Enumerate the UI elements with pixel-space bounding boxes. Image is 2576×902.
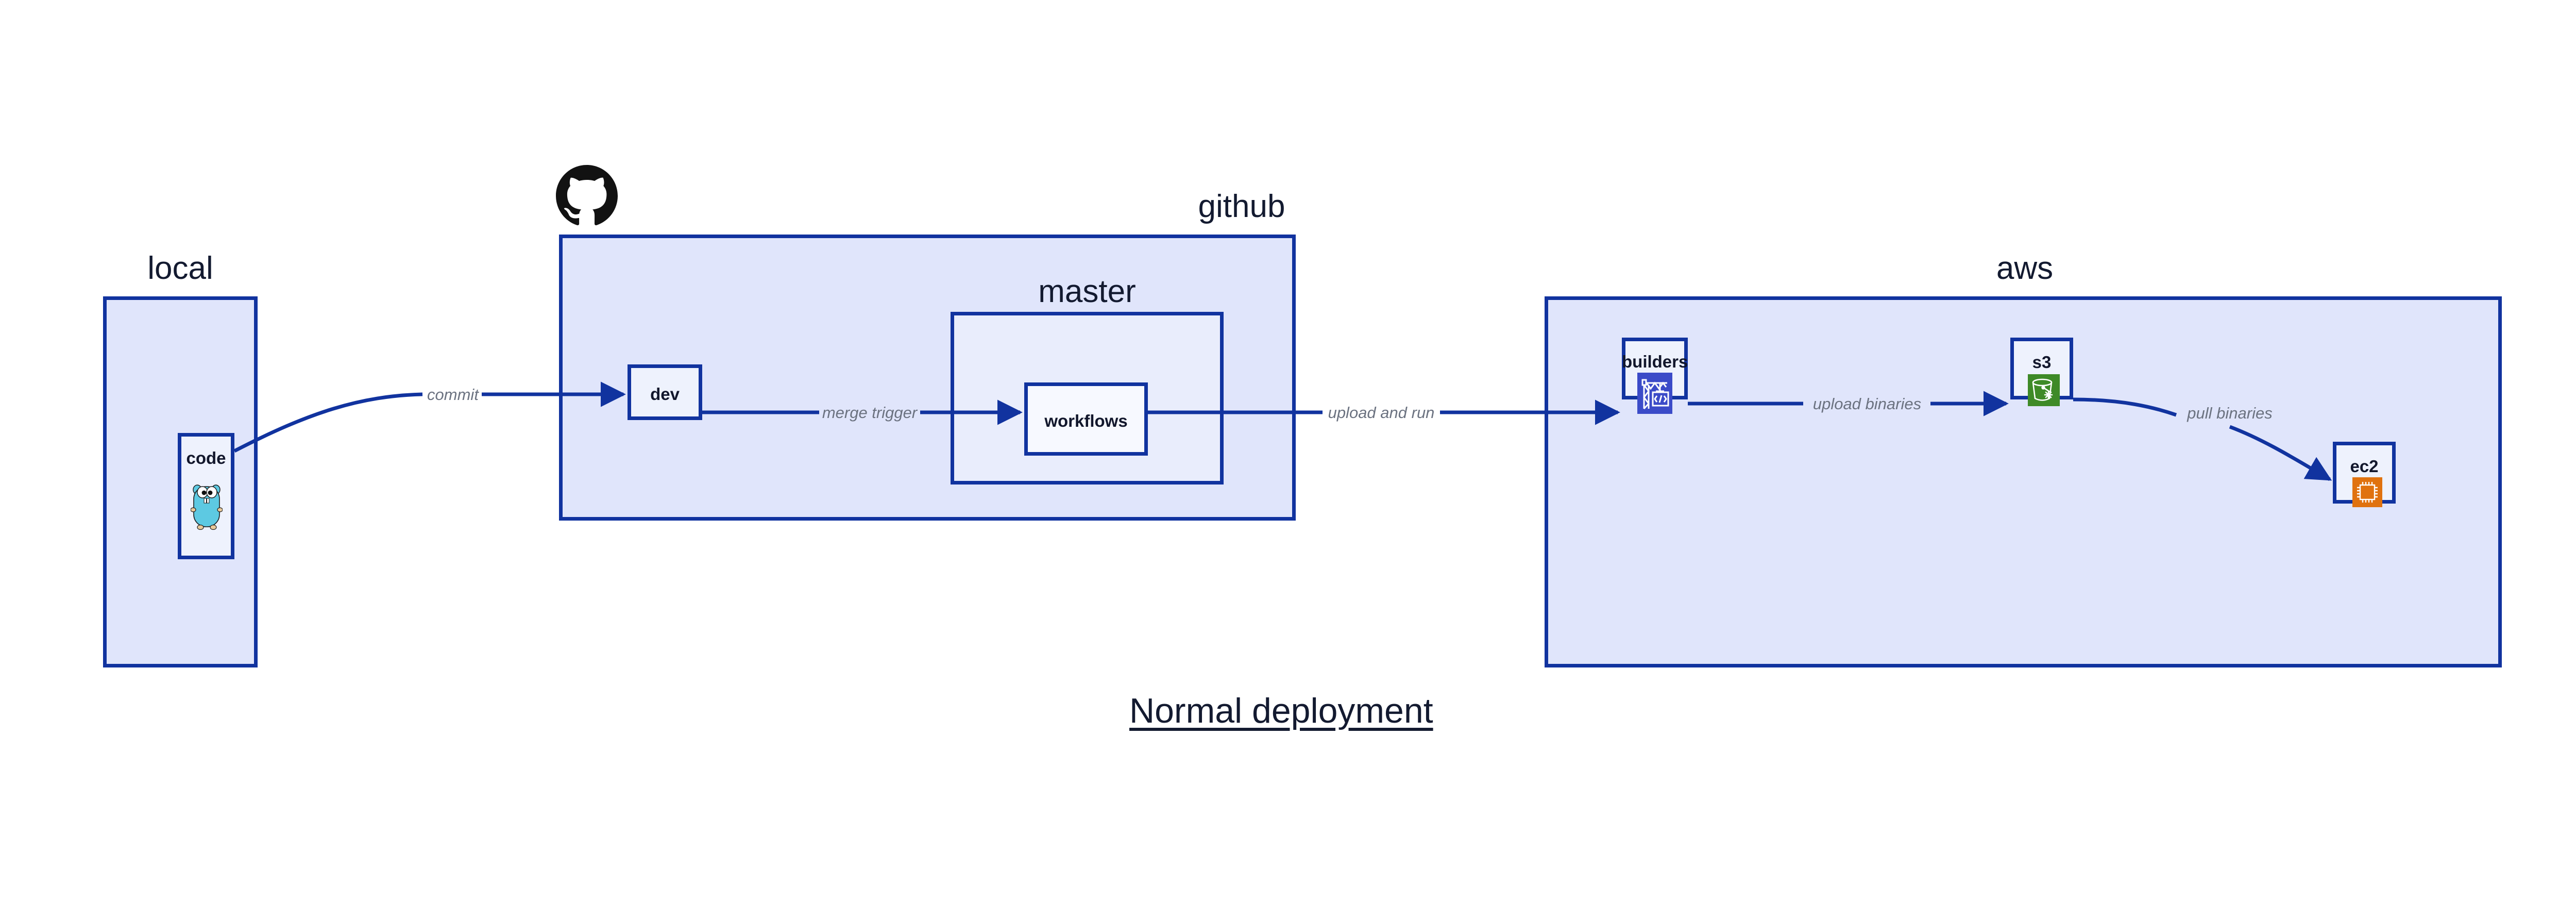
edge-commit <box>233 392 423 453</box>
go-gopher-icon <box>190 469 223 530</box>
aws-builders-crane-icon <box>1637 373 1672 414</box>
aws-ec2-chip-icon <box>2352 477 2382 507</box>
node-label-dev: dev <box>650 385 680 404</box>
node-label-builders: builders <box>1622 352 1688 371</box>
diagram-title: Normal deployment <box>1129 691 1433 730</box>
aws-s3-bucket-icon <box>2028 374 2060 406</box>
node-dev[interactable] <box>628 364 702 420</box>
node-label-code: code <box>186 448 226 467</box>
group-label-aws: aws <box>1996 250 2054 286</box>
node-label-workflows: workflows <box>1044 411 1128 430</box>
edge-label-upload-binaries: upload binaries <box>1800 395 1934 413</box>
node-label-ec2: ec2 <box>2350 457 2379 476</box>
node-label-s3: s3 <box>2032 353 2052 372</box>
node-workflows[interactable] <box>1024 382 1148 456</box>
github-octocat-logo <box>556 165 618 227</box>
edge-label-merge-trigger: merge trigger <box>818 404 921 422</box>
edge-label-pull-binaries: pull binaries <box>2173 404 2286 422</box>
node-builders[interactable] <box>1622 338 1688 399</box>
group-label-local: local <box>147 250 213 286</box>
group-label-master: master <box>1038 274 1136 309</box>
group-label-github: github <box>1198 189 1285 224</box>
edge-label-commit: commit <box>422 386 483 404</box>
edge-label-upload-and-run: upload and run <box>1319 404 1443 422</box>
